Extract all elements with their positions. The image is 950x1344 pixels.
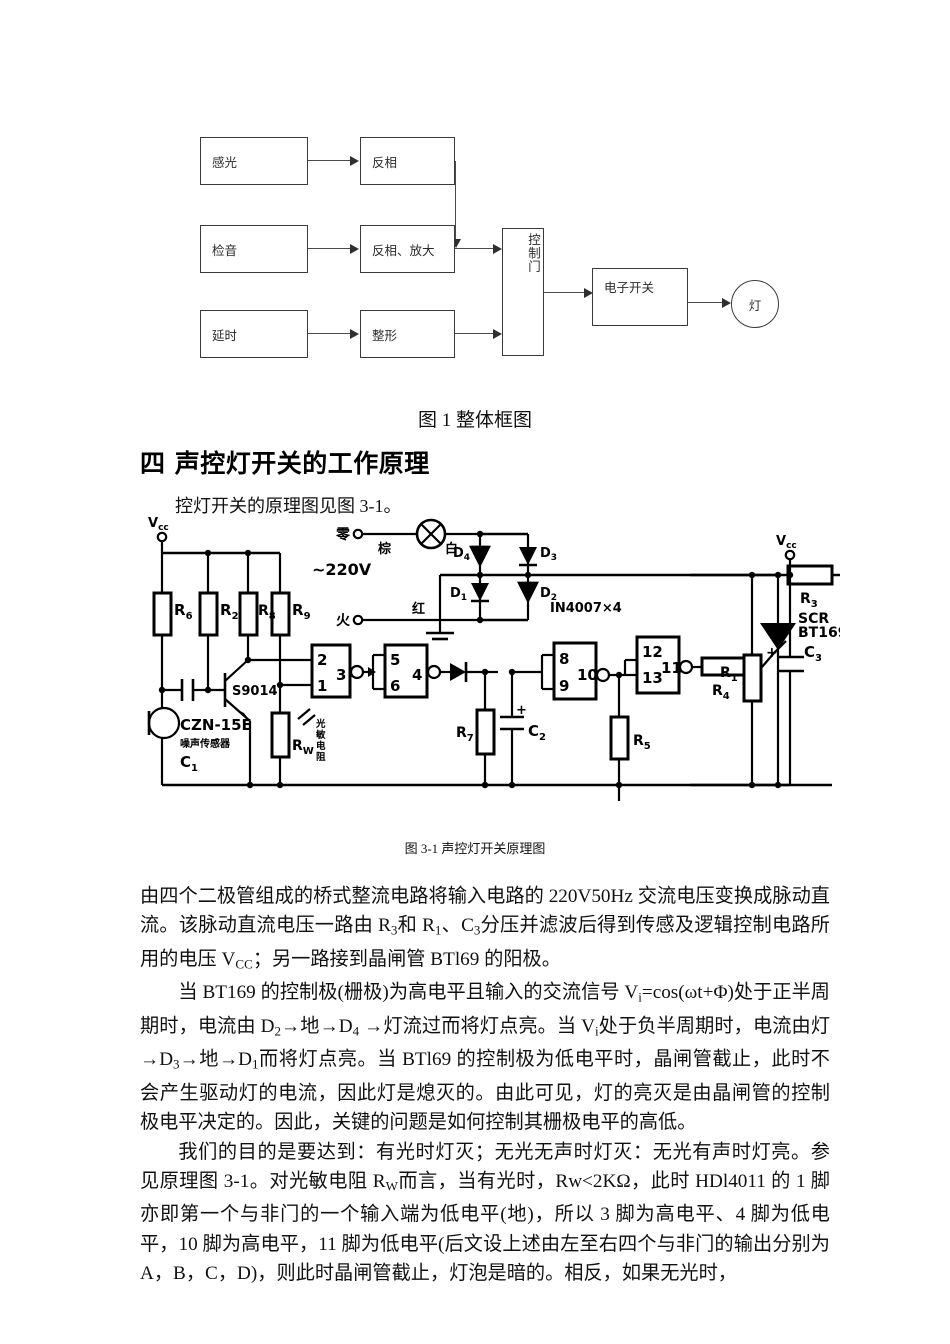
svg-text:C2: C2: [528, 722, 546, 743]
svg-text:棕: 棕: [377, 541, 391, 557]
arrow-head-icon: [350, 156, 359, 166]
block-lamp: 灯: [731, 280, 779, 328]
block-electronic-switch: 电子开关: [592, 268, 688, 326]
svg-text:3: 3: [336, 666, 346, 684]
paragraph-3: 我们的目的是要达到：有光时灯灭；无光无声时灯灭：无光有声时灯亮。参见原理图 3-…: [140, 1141, 830, 1285]
svg-text:2: 2: [317, 651, 327, 669]
block-label: 反相: [372, 154, 398, 170]
svg-text:9: 9: [559, 677, 569, 695]
paragraph-2: 当 BT169 的控制极(栅极)为高电平且输入的交流信号 Vi=cos(ωt+Φ…: [140, 982, 831, 1134]
svg-text:噪声传感器: 噪声传感器: [180, 737, 231, 750]
svg-text:Vcc: Vcc: [148, 516, 169, 533]
arrow-head-icon: [493, 244, 502, 254]
connector-line: [455, 161, 457, 243]
svg-text:D3: D3: [540, 546, 557, 563]
svg-text:C1: C1: [180, 753, 198, 774]
block-label: 整形: [372, 327, 398, 343]
svg-text:5: 5: [390, 651, 400, 669]
arrow-head-icon: [350, 329, 359, 339]
lamp-label: 灯: [748, 297, 762, 313]
svg-text:1: 1: [317, 677, 327, 695]
block-label: 电子开关: [604, 280, 655, 295]
figure-1-caption-text: 图 1 整体框图: [417, 410, 532, 431]
arrow-head-icon: [722, 298, 731, 308]
block-invert-amplify: 反相、放大: [360, 225, 455, 273]
svg-text:11: 11: [661, 659, 682, 677]
svg-text:12: 12: [642, 643, 663, 661]
svg-text:敏: 敏: [315, 729, 326, 741]
connector-line: [308, 248, 352, 250]
svg-text:IN4007×4: IN4007×4: [550, 601, 622, 616]
svg-text:6: 6: [390, 677, 400, 695]
section-heading-text: 四 声控灯开关的工作原理: [140, 449, 430, 478]
svg-text:R2: R2: [220, 601, 239, 622]
svg-text:SCR: SCR: [798, 611, 829, 627]
block-delay: 延时: [200, 310, 308, 358]
svg-text:R1: R1: [720, 665, 738, 684]
section-lead-text: 控灯开关的原理图见图 3-1。: [175, 496, 402, 516]
figure-3-1-caption: 图 3-1 声控灯开关原理图: [0, 838, 950, 857]
block-sense-light: 感光: [200, 137, 308, 185]
svg-text:阻: 阻: [316, 752, 326, 763]
svg-text:R5: R5: [633, 733, 651, 752]
body-paragraphs: 由四个二极管组成的桥式整流电路将输入电路的 220V50Hz 交流电压变换成脉动…: [140, 882, 830, 1288]
svg-text:电: 电: [316, 740, 326, 752]
page-section-heading: 四 声控灯开关的工作原理: [140, 444, 430, 480]
svg-text:~220V: ~220V: [312, 560, 372, 579]
connector-line: [455, 248, 500, 250]
svg-text:零: 零: [335, 526, 351, 543]
svg-text:+: +: [766, 645, 778, 661]
section-lead-line: 控灯开关的原理图见图 3-1。: [175, 492, 402, 518]
svg-text:Vcc: Vcc: [776, 534, 797, 551]
connector-line: [455, 333, 500, 335]
figure-1-block-diagram: 感光 反相 检音 反相、放大 延时 整形: [180, 125, 790, 380]
svg-text:D4: D4: [453, 546, 470, 563]
figure-1-caption: 图 1 整体框图: [0, 405, 950, 432]
svg-text:R6: R6: [174, 601, 193, 622]
svg-text:S9014: S9014: [232, 684, 278, 699]
svg-text:R9: R9: [292, 601, 311, 622]
svg-text:光: 光: [315, 718, 326, 730]
block-sound-detect: 检音: [200, 225, 308, 273]
svg-text:8: 8: [559, 650, 569, 668]
block-invert: 反相: [360, 137, 455, 185]
block-label: 延时: [212, 327, 238, 343]
arrow-head-icon: [584, 288, 593, 298]
connector-line: [688, 302, 728, 304]
figure-3-1-schematic: .w{stroke:#000;stroke-width:2.2;fill:non…: [140, 505, 840, 815]
svg-text:4: 4: [412, 666, 422, 684]
svg-text:RW: RW: [292, 738, 314, 757]
svg-text:CZN-15E: CZN-15E: [180, 716, 252, 734]
svg-text:D1: D1: [450, 586, 467, 603]
svg-text:火: 火: [336, 613, 351, 629]
arrow-head-icon: [350, 244, 359, 254]
block-label: 感光: [212, 154, 238, 170]
block-label: 检音: [212, 242, 238, 258]
svg-text:BT169: BT169: [798, 625, 840, 641]
paragraph-1: 由四个二极管组成的桥式整流电路将输入电路的 220V50Hz 交流电压变换成脉动…: [140, 886, 830, 972]
connector-line: [544, 292, 588, 294]
svg-text:+: +: [516, 703, 527, 718]
block-shaping: 整形: [360, 310, 455, 358]
svg-text:红: 红: [412, 601, 425, 617]
schematic-right-extras: .w{stroke:#000;stroke-width:2.2;fill:non…: [690, 505, 850, 815]
svg-text:R7: R7: [456, 725, 474, 744]
svg-text:白: 白: [445, 541, 458, 557]
arrow-head-icon: [451, 239, 461, 248]
connector-line: [308, 333, 352, 335]
svg-text:10: 10: [577, 666, 598, 684]
figure-3-1-caption-text: 图 3-1 声控灯开关原理图: [404, 841, 546, 856]
connector-line: [308, 160, 352, 162]
block-label: 控制门: [526, 233, 541, 274]
block-label: 反相、放大: [372, 242, 435, 258]
svg-text:13: 13: [642, 669, 663, 687]
svg-text:C3: C3: [804, 643, 822, 664]
arrow-head-icon: [493, 329, 502, 339]
block-control-gate: 控制门: [502, 228, 544, 356]
